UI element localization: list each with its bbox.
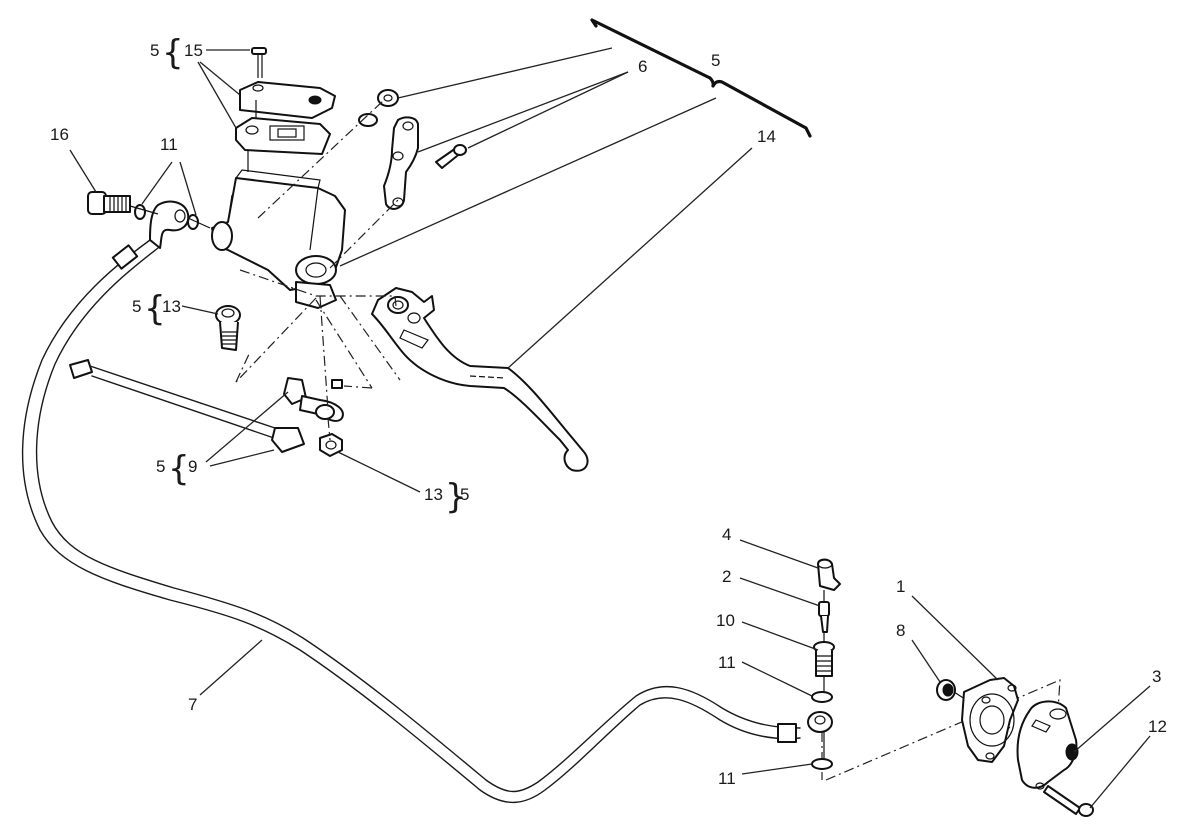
bleed-valve [818, 601, 830, 633]
sealing-washer [811, 691, 833, 703]
label-6: 6 [638, 57, 647, 76]
label-11: 11 [718, 769, 736, 788]
label-11: 11 [160, 135, 178, 154]
sealing-washer [811, 758, 833, 770]
brace-icon: { [168, 449, 190, 489]
screw-12 [1043, 785, 1094, 817]
reservoir-cap-kit [235, 47, 336, 172]
slave-cylinder-body [961, 677, 1019, 763]
label-12: 12 [1148, 717, 1167, 736]
brace-icon: { [162, 33, 184, 73]
assembly-bracket [590, 18, 812, 138]
clutch-hose [21, 239, 801, 804]
label-5: 5 [156, 457, 165, 476]
clutch-lever [371, 287, 589, 472]
handlebar-clamp [358, 89, 467, 210]
pivot-bolt [215, 305, 241, 351]
slave-cylinder-cover [1016, 700, 1079, 790]
label-2: 2 [722, 567, 731, 586]
label-11: 11 [718, 653, 736, 672]
label-14: 14 [757, 127, 776, 146]
lever-nut [319, 433, 343, 457]
label-16: 16 [50, 125, 69, 144]
label-5: 5 [150, 41, 159, 60]
sealing-washer [134, 204, 146, 220]
label-9: 9 [188, 457, 197, 476]
leader-lines [69, 47, 1151, 809]
master-cylinder-body [211, 169, 346, 309]
label-5: 5 [460, 485, 469, 504]
label-13: 13 [162, 297, 181, 316]
label-10: 10 [716, 611, 735, 630]
label-5: 5 [711, 51, 720, 70]
label-1: 1 [896, 577, 905, 596]
banjo-bolt-10 [813, 641, 835, 677]
label-7: 7 [188, 695, 197, 714]
bleed-cap [817, 558, 841, 591]
brace-icon: { [144, 289, 166, 329]
clutch-switch [69, 359, 344, 453]
banjo-eye-lower [807, 711, 833, 733]
banjo-eye-upper [149, 200, 190, 249]
part-labels: 5 { 15 6 5 14 16 11 5 { 13 5 { 9 13 } 5 … [50, 33, 1167, 788]
brace-close-icon: } [445, 477, 467, 517]
seal-8 [936, 679, 956, 701]
banjo-bolt-16 [87, 191, 131, 215]
label-8: 8 [896, 621, 905, 640]
label-13: 13 [424, 485, 443, 504]
label-3: 3 [1152, 667, 1161, 686]
label-15: 15 [184, 41, 203, 60]
label-4: 4 [722, 525, 731, 544]
assembly-lines [235, 99, 1061, 781]
label-5: 5 [132, 297, 141, 316]
